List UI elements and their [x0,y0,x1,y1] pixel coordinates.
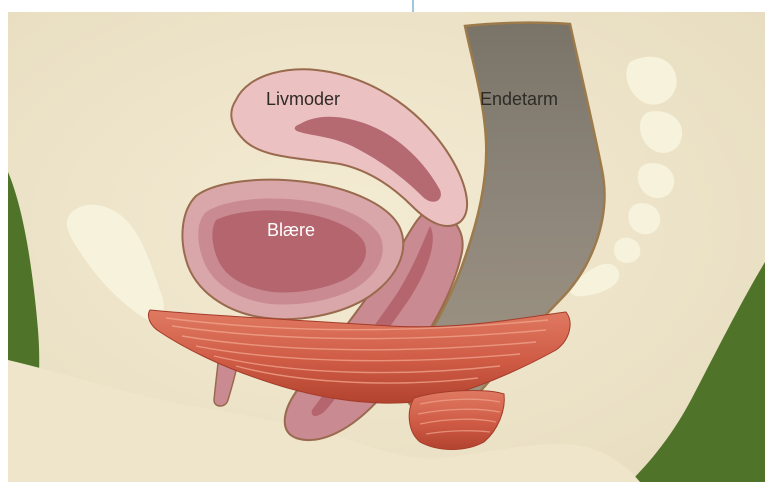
label-rectum: Endetarm [480,90,558,108]
bottom-margin [0,482,773,493]
right-margin [765,0,773,493]
label-bladder: Blære [267,221,315,239]
label-uterus: Livmoder [266,90,340,108]
left-margin [0,0,8,493]
top-margin [0,0,773,12]
